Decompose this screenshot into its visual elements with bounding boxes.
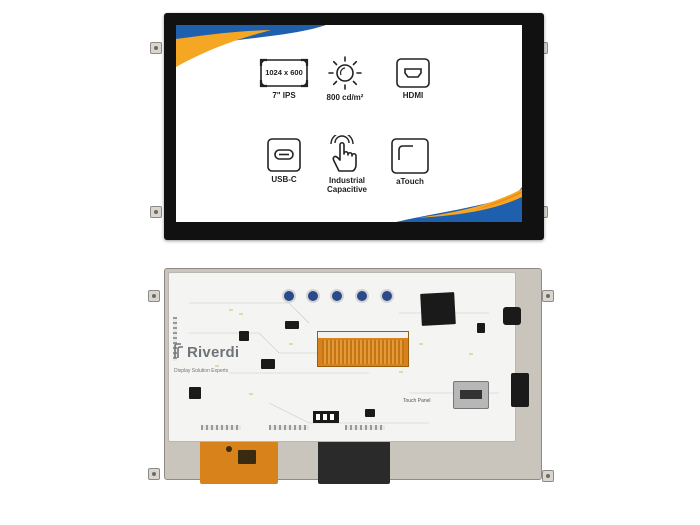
- display-screen: 1024 x 600 7" IPS 800 cd/m² HDMI: [176, 25, 522, 222]
- resolution-text: 1024 x 600: [265, 68, 303, 77]
- pcb-button: [355, 289, 369, 303]
- touch-panel-label: Touch Panel: [403, 398, 431, 404]
- sun-icon: [328, 56, 362, 90]
- feature-label: HDMI: [402, 91, 424, 100]
- riverdi-logo-icon: [174, 343, 183, 358]
- feature-touch: Industrial Capacitive: [307, 135, 387, 194]
- power-jack: [511, 373, 529, 407]
- mounting-tab: [150, 206, 162, 218]
- usb-c-port-icon: [267, 138, 301, 172]
- hdmi-port-icon: [396, 58, 430, 88]
- pin-header: [345, 425, 385, 430]
- touch-hand-icon: [330, 135, 357, 172]
- hdmi-connector: [453, 381, 489, 409]
- pcb-brand: Riverdi: [187, 344, 240, 361]
- resolution-icon: 1024 x 600: [259, 58, 309, 88]
- feature-brightness: 800 cd/m²: [305, 56, 385, 102]
- inductor: [503, 307, 521, 325]
- mounting-tab: [542, 290, 554, 302]
- pcb-button: [330, 289, 344, 303]
- ic: [239, 331, 249, 341]
- feature-label: aTouch: [396, 177, 424, 186]
- main-ic: [420, 292, 456, 326]
- feature-label: USB-C: [271, 175, 297, 184]
- feature-atouch: aTouch: [370, 138, 450, 186]
- dip-switch: [313, 411, 339, 423]
- wave-decoration: [176, 25, 522, 222]
- mounting-tab: [148, 290, 160, 302]
- feature-resolution: 1024 x 600 7" IPS: [244, 58, 324, 100]
- feature-hdmi: HDMI: [373, 58, 453, 100]
- feature-label: Industrial Capacitive: [326, 176, 368, 194]
- controller-board: [168, 272, 529, 442]
- ic: [365, 409, 375, 417]
- ic: [285, 321, 299, 329]
- pin-header: [269, 425, 309, 430]
- feature-label: 800 cd/m²: [326, 93, 364, 102]
- flex-cable: [200, 436, 278, 484]
- pin-header: [173, 317, 177, 361]
- feature-usbc: USB-C: [244, 138, 324, 184]
- mounting-tab: [150, 42, 162, 54]
- pcb-button: [306, 289, 320, 303]
- ic: [477, 323, 485, 333]
- pcb-button: [380, 289, 394, 303]
- pcb-button: [282, 289, 296, 303]
- mounting-tab: [148, 468, 160, 480]
- fpc-connector: [317, 331, 409, 367]
- ic: [261, 359, 275, 369]
- mounting-tab: [542, 470, 554, 482]
- atouch-icon: [391, 138, 429, 174]
- feature-label: 7" IPS: [272, 91, 296, 100]
- flex-cable-dark: [318, 438, 390, 484]
- pcb-tagline: Display Solution Experts: [174, 368, 229, 374]
- pin-header: [201, 425, 241, 430]
- ic: [189, 387, 201, 399]
